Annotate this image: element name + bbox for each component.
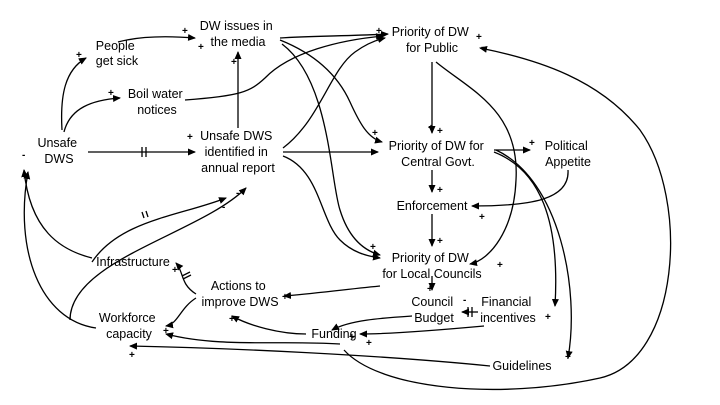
link-boil-public: [184, 33, 384, 101]
sign-plus: +: [437, 236, 443, 247]
sign-plus: +: [198, 42, 204, 53]
link-unsafe-boil: [63, 95, 121, 133]
sign-plus: +: [187, 132, 193, 143]
sign-plus: +: [437, 185, 443, 196]
sign-plus: +: [497, 260, 503, 271]
link-public-local: [435, 61, 517, 267]
node-priority-central[interactable]: Priority of DW for Central Govt.: [389, 139, 488, 169]
sign-plus: +: [108, 88, 114, 99]
sign-minus: -: [481, 42, 484, 53]
sign-plus: +: [437, 126, 443, 137]
link-funding-actions: [231, 315, 307, 335]
delay-mark-6: [182, 274, 192, 280]
link-people-media: [117, 33, 196, 43]
sign-plus: +: [129, 350, 135, 361]
node-actions-improve-dws[interactable]: Actions to improve DWS: [201, 279, 278, 309]
sign-plus: +: [479, 212, 485, 223]
node-priority-public[interactable]: Priority of DW for Public: [392, 25, 473, 55]
link-funding-workforce: [165, 332, 341, 345]
sign-plus: +: [476, 32, 482, 43]
link-local-actions: [283, 285, 381, 299]
link-actions-workforce: [165, 297, 197, 329]
sign-plus: +: [372, 128, 378, 139]
link-workforce-report: [69, 187, 247, 321]
link-central-financial: [493, 151, 559, 307]
sign-plus: +: [565, 352, 571, 363]
link-infrastructure-report: [91, 197, 227, 263]
nodes: People get sick DW issues in the media P…: [37, 19, 591, 373]
sign-plus: +: [428, 123, 434, 134]
link-media-local: [281, 43, 381, 257]
link-infrastructure-unsafe: [21, 169, 93, 259]
sign-plus: +: [76, 50, 82, 61]
node-boil-water-notices[interactable]: Boil water notices: [128, 87, 186, 117]
link-funding-public: [343, 45, 672, 391]
sign-minus: -: [236, 188, 239, 199]
sign-plus: +: [427, 284, 433, 295]
link-unsafe-people: [60, 57, 87, 131]
sign-plus: +: [349, 332, 355, 343]
sign-minus: -: [463, 295, 466, 306]
link-report-local: [282, 155, 381, 261]
sign-plus: +: [163, 326, 169, 337]
node-infrastructure[interactable]: Infrastructure: [96, 255, 170, 269]
node-guidelines[interactable]: Guidelines: [492, 359, 551, 373]
node-unsafe-dws-report[interactable]: Unsafe DWS identified in annual report: [200, 129, 276, 175]
link-media-public: [279, 30, 389, 39]
polarity-signs: + + + + + + + - - + + + + + + + - - + + …: [22, 26, 571, 363]
node-council-budget[interactable]: Council Budget: [411, 295, 456, 325]
sign-plus: +: [229, 314, 235, 325]
link-budget-funding: [331, 315, 413, 331]
node-dw-issues-media[interactable]: DW issues in the media: [200, 19, 276, 49]
link-political-enforcement: [471, 169, 569, 210]
link-report-public: [282, 36, 386, 149]
sign-plus: +: [370, 242, 376, 253]
sign-plus: +: [172, 265, 178, 276]
node-unsafe-dws[interactable]: Unsafe DWS: [37, 136, 80, 166]
link-workforce-unsafe: [23, 171, 97, 329]
links: [21, 30, 672, 391]
sign-minus: -: [222, 202, 225, 213]
node-priority-local[interactable]: Priority of DW for Local Councils: [382, 251, 481, 281]
node-people-get-sick[interactable]: People get sick: [96, 39, 139, 68]
node-funding[interactable]: Funding: [311, 327, 356, 341]
sign-plus: +: [182, 26, 188, 37]
link-financial-funding: [359, 325, 485, 338]
delay-mark-8: [145, 210, 149, 218]
sign-plus: +: [231, 57, 237, 68]
node-political-appetite[interactable]: Political Appetite: [545, 139, 592, 169]
delay-mark-7: [141, 211, 145, 219]
sign-plus: +: [282, 292, 288, 303]
node-workforce-capacity[interactable]: Workforce capacity: [99, 311, 159, 341]
sign-minus: -: [22, 150, 25, 161]
delay-mark-5: [181, 271, 191, 277]
sign-plus: +: [529, 138, 535, 149]
sign-plus: +: [545, 312, 551, 323]
node-financial-incentives[interactable]: Financial incentives: [480, 295, 536, 325]
link-guidelines-workforce: [129, 342, 491, 367]
sign-plus: +: [366, 338, 372, 349]
link-media-central: [279, 39, 383, 144]
link-central-guidelines: [495, 149, 573, 359]
sign-plus: +: [376, 26, 382, 37]
link-actions-infrastructure: [175, 262, 197, 295]
node-enforcement[interactable]: Enforcement: [397, 199, 468, 213]
